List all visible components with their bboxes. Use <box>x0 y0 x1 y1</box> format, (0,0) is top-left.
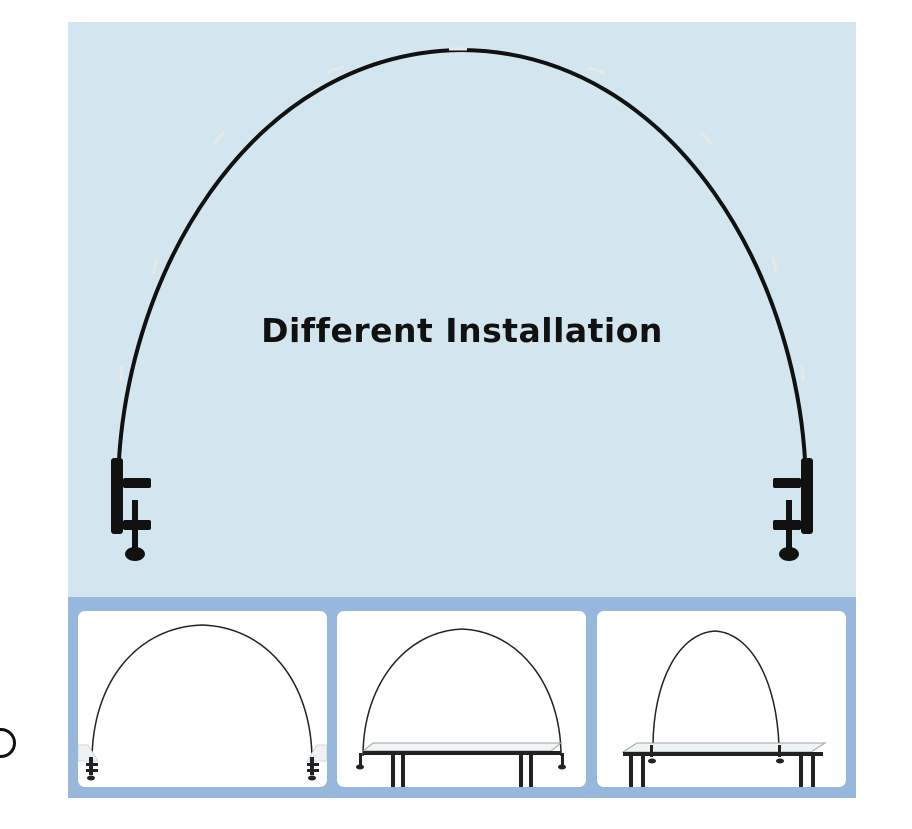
narrow-arch-on-table-icon <box>621 630 827 787</box>
hero-image: Different Installation <box>68 22 856 597</box>
thumbnail-1[interactable] <box>78 611 327 787</box>
hero-title: Different Installation <box>261 311 663 350</box>
left-clamp <box>111 458 151 561</box>
arch-clamped-on-table-icon <box>356 628 566 787</box>
circle-icon <box>0 728 16 758</box>
arch-clamped-to-two-panels-icon <box>78 624 327 781</box>
right-clamp <box>773 458 813 561</box>
thumbnail-2[interactable] <box>337 611 586 787</box>
arch-frame-illustration <box>111 47 813 561</box>
thumbnail-3[interactable] <box>597 611 846 787</box>
